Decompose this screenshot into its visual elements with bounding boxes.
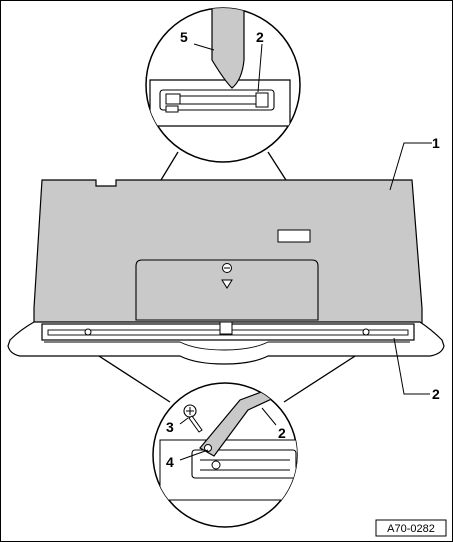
reference-code: A70-0282 (387, 523, 435, 535)
callout-2-top: 2 (256, 29, 264, 45)
panel-vent-slot (277, 229, 311, 243)
callout-5: 5 (180, 29, 188, 45)
callout-lines (179, 43, 432, 461)
clip-pin-icon (165, 93, 181, 113)
rail-clip-left (84, 328, 92, 336)
detail-circle-top (145, 7, 301, 163)
callout-3: 3 (166, 419, 174, 435)
rear-shelf-panel (7, 179, 445, 365)
detail-circle-bottom (152, 382, 298, 528)
callout-2-right: 2 (432, 386, 440, 402)
rail-clip-center (219, 321, 233, 335)
panel-recess (135, 259, 319, 321)
screw-icon (183, 404, 203, 433)
pry-tool (211, 8, 245, 89)
reference-code-box: A70-0282 (375, 519, 447, 537)
callout-2-bottom: 2 (278, 425, 286, 441)
recess-screw-icon (222, 263, 232, 273)
strap-hole-icon (204, 444, 212, 452)
recess-arrow-icon (221, 279, 233, 289)
rail-screw-hole-icon (211, 460, 221, 470)
callout-4: 4 (166, 454, 174, 470)
rail-clip-right (362, 328, 370, 336)
callout-1: 1 (432, 135, 440, 151)
